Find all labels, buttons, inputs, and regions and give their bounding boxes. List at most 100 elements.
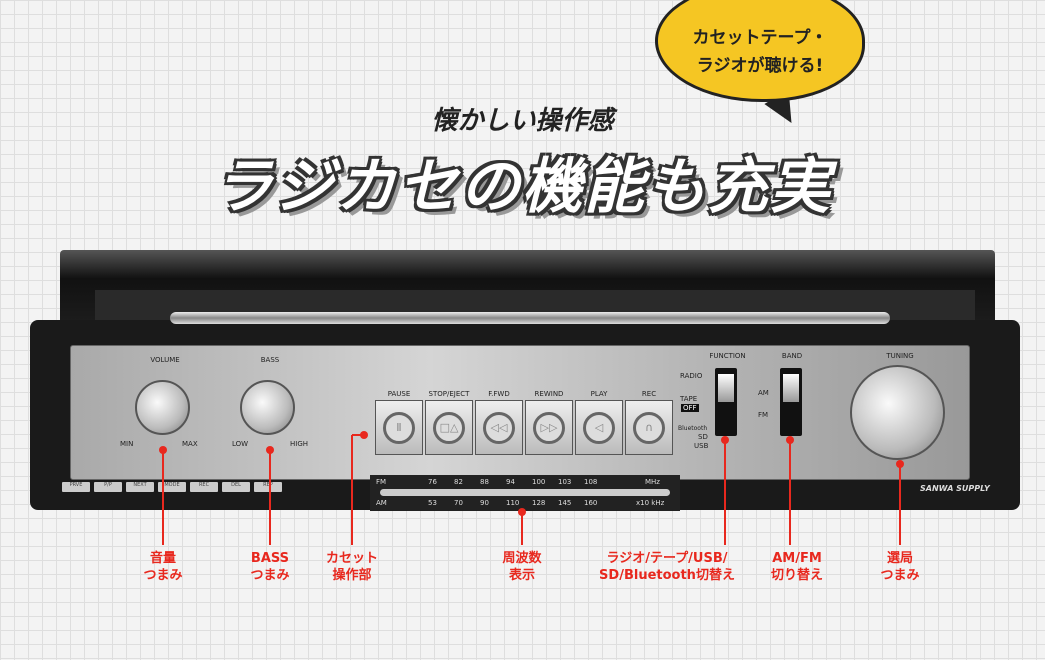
callout-caption: 周波数表示 [502, 550, 541, 584]
am-tick-label: 160 [584, 499, 598, 507]
small-button[interactable]: MODE [158, 482, 186, 492]
am-unit: x10 kHz [636, 499, 665, 507]
callout-dot [360, 431, 368, 439]
fm-tick-label: 76 [428, 478, 437, 486]
bass-label: BASS [260, 356, 280, 364]
am-tick-label: 110 [506, 499, 520, 507]
front-panel [70, 345, 970, 480]
am-tick-label: 145 [558, 499, 572, 507]
fm-tick-label: 94 [506, 478, 515, 486]
bluetooth-label: Bluetooth [678, 425, 708, 432]
band-switch[interactable] [780, 368, 802, 436]
speech-bubble: カセットテープ・ ラジオが聴ける! [655, 0, 865, 102]
fm-dial-label: FM [376, 478, 387, 486]
max-label: MAX [182, 440, 198, 448]
small-button[interactable]: DEL [222, 482, 250, 492]
bubble-line: カセットテープ・ [692, 28, 828, 48]
cassette-button-label: F.FWD [488, 390, 510, 398]
am-tick-label: 90 [480, 499, 489, 507]
callout-text: 選局 [886, 551, 914, 566]
callout-caption: AM/FM 切り替え [771, 550, 823, 584]
radio-label: RADIO [680, 372, 703, 380]
callout-text: 切り替え [770, 568, 824, 583]
callout-caption: BASS つまみ [250, 550, 289, 584]
callout-text: AM/FM [772, 551, 822, 566]
callout-line [521, 512, 523, 545]
callout-text: つまみ [250, 568, 290, 583]
callout-text: ラジオ/テープ/USB/ [606, 551, 728, 566]
callout-text: 操作部 [332, 568, 372, 583]
small-button[interactable]: P/P [94, 482, 122, 492]
high-label: HIGH [290, 440, 309, 448]
callout-text: BASS [250, 551, 290, 566]
callout-text: 音量 [149, 551, 177, 566]
cassette-button-pause[interactable]: Ⅱ [375, 400, 423, 455]
cassette-button-rec[interactable]: ∩ [625, 400, 673, 455]
off-label: OFF [681, 404, 699, 412]
am-tick-label: 128 [532, 499, 546, 507]
cassette-button-icon: □△ [433, 411, 465, 444]
volume-label: VOLUME [150, 356, 180, 364]
cassette-button-icon: ◁◁ [483, 411, 515, 444]
callout-text: 表示 [508, 568, 536, 583]
low-label: LOW [232, 440, 249, 448]
callout-text: SD/Bluetooth切替え [599, 568, 735, 583]
callout-line [269, 450, 271, 545]
cassette-button-label: REWIND [534, 390, 564, 398]
callout-caption: ラジオ/テープ/USB/SD/Bluetooth切替え [599, 550, 735, 584]
callout-line [899, 464, 901, 545]
cassette-button-stop-eject[interactable]: □△ [425, 400, 473, 455]
bubble-line: ラジオが聴ける! [696, 56, 824, 76]
cassette-button-label: PLAY [590, 390, 608, 398]
subheadline: 懐かしい操作感 [431, 106, 614, 136]
cassette-button-label: PAUSE [387, 390, 411, 398]
tuning-knob [850, 365, 945, 460]
antenna [170, 312, 890, 324]
callout-text: カセット [325, 551, 379, 566]
tape-label: TAPE [680, 395, 698, 403]
cassette-button-label: REC [641, 390, 657, 398]
cassette-button-icon: ◁ [583, 411, 615, 444]
usb-label: USB [694, 442, 709, 450]
bass-knob [240, 380, 295, 435]
tuning-label: TUNING [886, 352, 914, 360]
small-button[interactable]: NEXT [126, 482, 154, 492]
fm-tick-label: 108 [584, 478, 598, 486]
am-dial-label: AM [376, 499, 387, 507]
brand-logo: SANWA SUPPLY [920, 484, 990, 493]
function-label: FUNCTION [709, 352, 746, 360]
fm-label: FM [758, 411, 769, 419]
callout-text: 周波数 [502, 551, 542, 566]
min-label: MIN [120, 440, 134, 448]
fm-unit: MHz [645, 478, 660, 486]
small-button[interactable]: REC [190, 482, 218, 492]
cassette-button-icon: Ⅱ [383, 411, 415, 444]
cassette-button-icon: ∩ [633, 411, 665, 444]
callout-line [724, 440, 726, 545]
small-button[interactable]: PRVE [62, 482, 90, 492]
callout-line [789, 440, 791, 545]
cassette-button-icon: ▷▷ [533, 411, 565, 444]
function-button-strip: PRVE P/P NEXT MODE REC DEL REP [30, 482, 290, 497]
fm-tick-label: 100 [532, 478, 546, 486]
callout-caption: 音量つまみ [143, 550, 182, 584]
cassette-button-play[interactable]: ◁ [575, 400, 623, 455]
am-tick-label: 53 [428, 499, 437, 507]
cassette-button-f-fwd[interactable]: ◁◁ [475, 400, 523, 455]
sd-label: SD [698, 433, 708, 441]
cassette-button-label: STOP/EJECT [428, 390, 470, 398]
volume-knob [135, 380, 190, 435]
callout-line [162, 450, 164, 545]
callout-text: つまみ [143, 568, 183, 583]
headline: ラジカセの機能も充実 [213, 152, 832, 222]
small-button[interactable]: REP [254, 482, 282, 492]
cassette-button-rewind[interactable]: ▷▷ [525, 400, 573, 455]
function-switch[interactable] [715, 368, 737, 436]
callout-text: つまみ [880, 568, 920, 583]
am-label: AM [758, 389, 769, 397]
am-tick-label: 70 [454, 499, 463, 507]
fm-tick-label: 82 [454, 478, 463, 486]
callout-caption: カセット操作部 [326, 550, 378, 584]
callout-line [351, 435, 353, 545]
